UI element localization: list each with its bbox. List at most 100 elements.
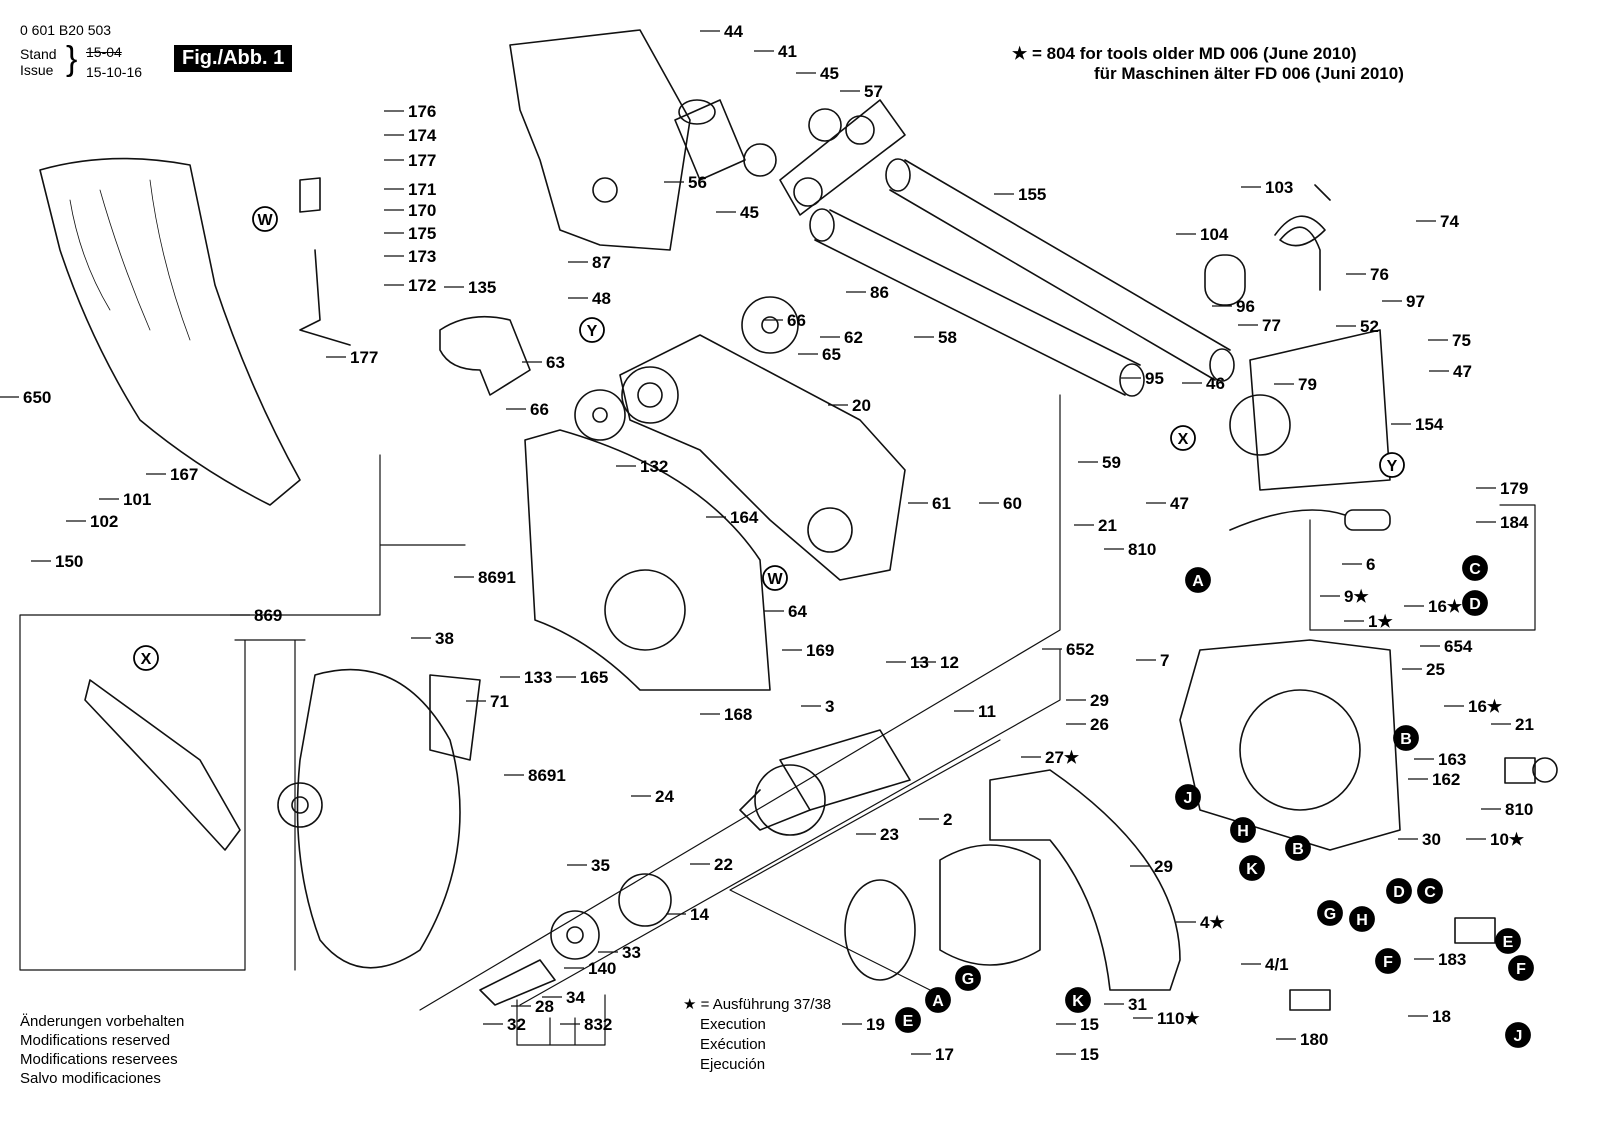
part-number-label: 165: [580, 668, 608, 687]
stand-label: Stand: [20, 46, 57, 62]
part-number-label: 174: [408, 126, 437, 145]
part-number-label: 45: [740, 203, 759, 222]
callout-circle: [1379, 452, 1405, 478]
callout-circle: [133, 645, 159, 671]
part-number-label: 170: [408, 201, 436, 220]
issue-value: 15-10-16: [86, 64, 143, 80]
callout-letter: C: [1424, 884, 1436, 901]
brace: }: [66, 40, 78, 78]
part-number-label: 17: [935, 1045, 954, 1064]
callout-letter: K: [1246, 861, 1258, 878]
part-number-label: 184: [1500, 513, 1529, 532]
part-number-label: 66: [787, 311, 806, 330]
callout-circle: [579, 317, 605, 343]
callout-circle: [955, 965, 981, 991]
footer-line: Änderungen vorbehalten: [20, 1013, 185, 1030]
callout-letter: D: [1469, 596, 1481, 613]
issue-label: Issue: [20, 62, 54, 78]
part-number-label: 155: [1018, 185, 1046, 204]
callout-circle: [1185, 567, 1211, 593]
part-number-label: 95: [1145, 369, 1164, 388]
part-number-label: 167: [170, 465, 198, 484]
part-number-label: 177: [350, 348, 378, 367]
part-number-label: 3: [825, 697, 834, 716]
callout-circle: [1317, 900, 1343, 926]
part-number-label: 810: [1505, 800, 1533, 819]
arm-20: [619, 334, 906, 581]
part-number-label: 61: [932, 494, 951, 513]
callout-letter: H: [1356, 912, 1368, 929]
callout-circle: [762, 565, 788, 591]
rail-155: [889, 159, 1231, 381]
footer-line: Modifications reserved: [20, 1032, 171, 1049]
part-number-label: 27★: [1045, 748, 1080, 767]
callout-circle: [1285, 835, 1311, 861]
callout-letter: B: [1292, 841, 1304, 858]
part-number-label: 154: [1415, 415, 1444, 434]
callout-letter: K: [1072, 993, 1084, 1010]
part-number-label: 45: [820, 64, 839, 83]
callout-circle: [1175, 784, 1201, 810]
callout-circle: [1495, 928, 1521, 954]
part-number-label: 47: [1453, 362, 1472, 381]
callout-letter: E: [903, 1013, 914, 1030]
part-number-label: 24: [655, 787, 674, 806]
callout-circle: [1508, 955, 1534, 981]
callout-circle: [1393, 725, 1419, 751]
part-number-label: 12: [940, 653, 959, 672]
callout-letter: J: [1184, 790, 1193, 807]
part-number-label: 654: [1444, 637, 1473, 656]
part-number-label: 28: [535, 997, 554, 1016]
callout-letter: Y: [587, 323, 598, 340]
part-number-label: 132: [640, 457, 668, 476]
part-number-label: 650: [23, 388, 51, 407]
part-number-label: 52: [1360, 317, 1379, 336]
part-number-label: 21: [1515, 715, 1534, 734]
callout-circle: [1349, 906, 1375, 932]
part-number-label: 29: [1090, 691, 1109, 710]
lever-869: [84, 679, 241, 851]
callout-letter: E: [1503, 934, 1514, 951]
execution-line: Exécution: [700, 1036, 766, 1053]
part-number-label: 62: [844, 328, 863, 347]
callout-letter: H: [1237, 823, 1249, 840]
callout-letter: G: [962, 971, 974, 988]
part-number-label: 46: [1206, 374, 1225, 393]
part-number-label: 101: [123, 490, 151, 509]
part-number-label: 74: [1440, 212, 1459, 231]
plate-57: [779, 99, 906, 216]
part-number-label: 19: [866, 1015, 885, 1034]
callout-letter: G: [1324, 906, 1336, 923]
part-number-label: 7: [1160, 651, 1169, 670]
motor-housing: [1179, 639, 1401, 851]
part-number-label: 15: [1080, 1045, 1099, 1064]
part-number-label: 16★: [1428, 597, 1463, 616]
part-number-label: 63: [546, 353, 565, 372]
execution-line: Ejecución: [700, 1056, 766, 1073]
part-number-label: 48: [592, 289, 611, 308]
part-number-label: 20: [852, 396, 871, 415]
part-number-label: 110★: [1157, 1009, 1200, 1028]
bushing-56: [674, 99, 746, 181]
part-number-label: 102: [90, 512, 118, 531]
part-number-label: 60: [1003, 494, 1022, 513]
part-number-label: 1★: [1368, 612, 1393, 631]
part-number-label: 41: [778, 42, 797, 61]
part-number-label: 30: [1422, 830, 1441, 849]
callout-circle: [1417, 878, 1443, 904]
part-number-label: 171: [408, 180, 436, 199]
part-number-label: 2: [943, 810, 952, 829]
part-number-label: 35: [591, 856, 610, 875]
part-number-label: 96: [1236, 297, 1255, 316]
part-number-label: 15: [1080, 1015, 1099, 1034]
part-number-label: 23: [880, 825, 899, 844]
part-number-label: 163: [1438, 750, 1466, 769]
upper-housing: [509, 29, 691, 251]
handle-110: [989, 769, 1181, 991]
part-number-label: 8691: [478, 568, 516, 587]
part-number-label: 97: [1406, 292, 1425, 311]
part-number-label: 34: [566, 988, 585, 1007]
part-number-label: 180: [1300, 1030, 1328, 1049]
